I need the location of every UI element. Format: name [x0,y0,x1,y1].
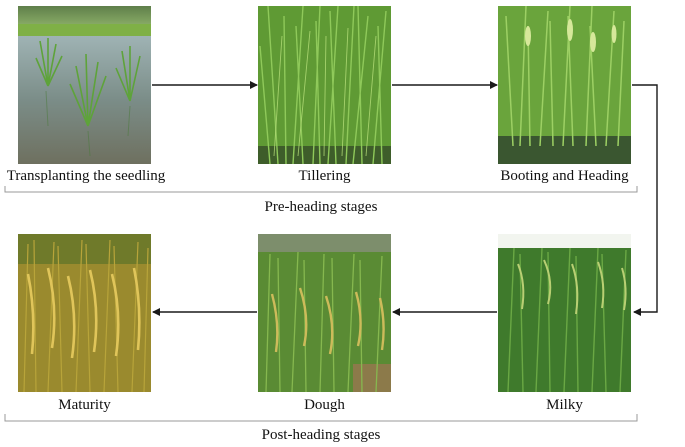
caption-milky: Milky [546,397,583,413]
caption-booting-heading: Booting and Heading [500,168,629,184]
arrow-booting-to-milky [632,84,658,316]
photo-transplanting [18,6,151,164]
caption-maturity: Maturity [58,397,111,413]
caption-dough: Dough [304,397,345,413]
pre-heading-bracket [4,186,638,193]
post-heading-bracket [4,414,638,422]
photo-tillering [258,6,391,164]
photo-maturity [18,234,151,392]
group-label-pre-heading: Pre-heading stages [264,199,378,215]
photo-milky [498,234,631,392]
caption-transplanting: Transplanting the seedling [6,168,166,184]
caption-tillering: Tillering [298,168,351,184]
photo-booting-heading [498,6,631,164]
group-label-post-heading: Post-heading stages [261,427,381,443]
photo-dough [258,234,391,392]
